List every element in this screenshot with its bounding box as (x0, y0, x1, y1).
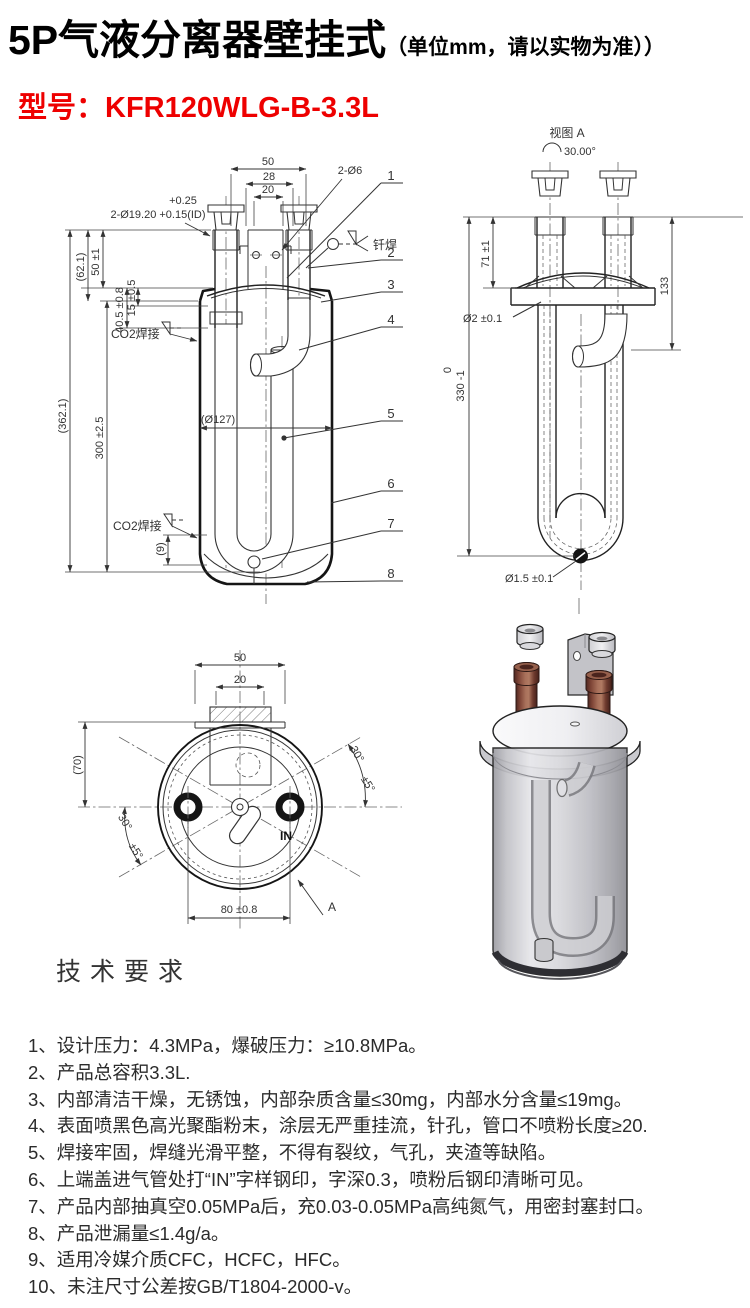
page-title: 5P气液分离器壁挂式 (8, 17, 387, 63)
dia127-dimension: (Ø127) (199, 414, 333, 431)
dim-28: 28 (263, 171, 275, 183)
dia6-label: 2-Ø6 (338, 165, 362, 177)
balloon-3: 3 (387, 277, 394, 292)
side-cap-left (531, 170, 569, 197)
dim-9: (9) (155, 542, 167, 555)
render-cap-left (516, 623, 544, 650)
mounting-bracket (239, 229, 292, 289)
model-number: 型号：KFR120WLG-B-3.3L (18, 92, 379, 124)
angle-right-tol: ±5° (358, 774, 377, 794)
oil-return-hole (247, 555, 261, 569)
dim-133: 133 (659, 277, 671, 295)
bottom-center-lines (78, 650, 402, 930)
angle-left: 30° (115, 812, 134, 832)
dim-330: 330 -1 (455, 370, 467, 401)
braze-label: 钎焊 (373, 237, 397, 252)
dome-flange (510, 272, 656, 306)
tech-requirements-list: 1、设计压力：4.3MPa，爆破压力：≥10.8MPa。 2、产品总容积3.3L… (28, 1033, 738, 1301)
tech-item-1: 1、设计压力：4.3MPa，爆破压力：≥10.8MPa。 (28, 1035, 427, 1056)
dia19-label: 2-Ø19.20 +0.15(ID) (110, 209, 205, 221)
co2-lower-label: CO2焊接 (113, 518, 162, 533)
bottom-view-drawing: 30° ±5° 30° ±5° 50 20 (70) 80 ±0.8 A IN (72, 650, 402, 930)
balloon-7: 7 (387, 516, 394, 531)
render-cap-right (588, 631, 616, 658)
dia19-callout: +0.25 2-Ø19.20 +0.15(ID) (110, 195, 211, 237)
front-extension-lines (65, 174, 307, 573)
view-a-text: 视图 A (549, 125, 584, 140)
bottom-dimensions: 50 20 (70) 80 ±0.8 (72, 652, 291, 924)
side-center-lines (549, 162, 619, 590)
render-3d (479, 598, 641, 980)
pipe-cap-right (280, 204, 318, 231)
outlet-pipe (209, 229, 243, 328)
dim-50-top: 50 (262, 156, 274, 168)
tech-item-8: 8、产品泄漏量≤1.4g/a。 (28, 1222, 230, 1244)
mount-holes (173, 786, 305, 828)
shell-circles (157, 724, 323, 890)
vessel-outline (198, 284, 334, 586)
view-a-angle: 30.00° (564, 146, 596, 158)
tech-item-7: 7、产品内部抽真空0.05MPa后，充0.03-0.05MPa高纯氮气，用密封塞… (28, 1195, 655, 1217)
tech-item-10: 10、未注尺寸公差按GB/T1804-2000-v。 (28, 1276, 363, 1298)
part-balloons: 1 2 3 4 5 6 7 8 (261, 168, 403, 583)
balloon-4: 4 (387, 312, 394, 327)
tech-item-5: 5、焊接牢固，焊缝光滑平整，不得有裂纹，气孔，夹渣等缺陷。 (28, 1142, 557, 1164)
dia6-callout: 2-Ø6 (281, 165, 362, 251)
dim-362: (362.1) (57, 399, 69, 434)
side-inlet-elbow (571, 313, 628, 368)
dim-62: (62.1) (75, 253, 87, 282)
section-arrow-a: A (297, 879, 336, 916)
side-pipes (534, 216, 634, 288)
tech-requirements-heading: 技术要求 (56, 958, 193, 986)
tech-item-4: 4、表面喷黑色高光聚酯粉末，涂层无严重挂流，针孔，管口不喷粉长度≥20. (28, 1115, 648, 1137)
pipe-cap-left (207, 204, 245, 231)
dim-50-tol: 50 ±1 (90, 248, 102, 275)
internal-u-tube (214, 323, 294, 584)
bottom-hole (457, 548, 588, 564)
dia-127-label: (Ø127) (201, 414, 235, 426)
dim-20: 20 (262, 184, 274, 196)
dia-15-label: Ø1.5 ±0.1 (505, 573, 553, 585)
front-left-dimensions: (362.1) (62.1) 50 ±1 300 ±2.5 40.5 ±0.8 … (57, 229, 171, 573)
balloon-8: 8 (387, 566, 394, 581)
section-a-label: A (328, 900, 336, 914)
dia19-tol-upper: +0.25 (169, 195, 197, 207)
balloon-5: 5 (387, 406, 394, 421)
render-internal-tube (531, 761, 615, 958)
dim-15: 15 ±0.5 (126, 280, 138, 317)
dim-80: 80 ±0.8 (221, 904, 258, 916)
braze-weld-symbol: 钎焊 (305, 230, 397, 269)
dim-300: 300 ±2.5 (94, 417, 106, 460)
tech-item-3: 3、内部清洁干燥，无锈蚀，内部杂质含量≤30mg，内部水分含量≤19mg。 (28, 1088, 633, 1110)
side-dimensions: 71 ±1 133 0 330 -1 Ø2 ±0.1 Ø1.5 ±0.1 (442, 216, 681, 585)
dia-2-label: Ø2 ±0.1 (463, 313, 502, 325)
dim-405: 40.5 ±0.8 (114, 287, 126, 333)
view-a-label: 视图 A 30.00° (542, 125, 596, 158)
dim-20-bottom: 20 (234, 674, 246, 686)
dim-71: 71 ±1 (480, 240, 492, 267)
balloon-2: 2 (387, 245, 394, 260)
dim-330-tol: 0 (442, 367, 454, 373)
title-note: （单位mm，请以实物为准）） (386, 36, 665, 59)
side-cap-right (599, 170, 637, 197)
co2-weld-upper: CO2焊接 (111, 321, 198, 342)
header: 5P气液分离器壁挂式（单位mm，请以实物为准）） (8, 6, 665, 66)
co2-upper-label: CO2焊接 (111, 326, 160, 341)
balloon-1: 1 (387, 168, 394, 183)
center-tube-feature (228, 752, 262, 845)
front-top-dimensions: 50 28 20 (230, 156, 307, 200)
front-view-drawing: 50 28 20 (362.1) (62.1) 50 ±1 300 ±2.5 4… (57, 156, 403, 604)
dim-50-bottom: 50 (234, 652, 246, 664)
balloon-6: 6 (387, 476, 394, 491)
tech-item-2: 2、产品总容积3.3L. (28, 1061, 191, 1083)
in-stamp: IN (280, 829, 292, 843)
bottom-bracket (194, 706, 286, 786)
tech-item-6: 6、上端盖进气管处打“IN”字样钢印，字深0.3，喷粉后钢印清晰可见。 (28, 1168, 595, 1190)
side-view-drawing: 视图 A 30.00° (442, 125, 743, 590)
inlet-elbow-tube (249, 297, 311, 377)
co2-weld-lower: CO2焊接 (113, 513, 198, 539)
dim-70: (70) (72, 755, 84, 775)
tech-item-9: 9、适用冷媒介质CFC，HCFC，HFC。 (28, 1249, 351, 1271)
render-bottom (491, 937, 629, 980)
